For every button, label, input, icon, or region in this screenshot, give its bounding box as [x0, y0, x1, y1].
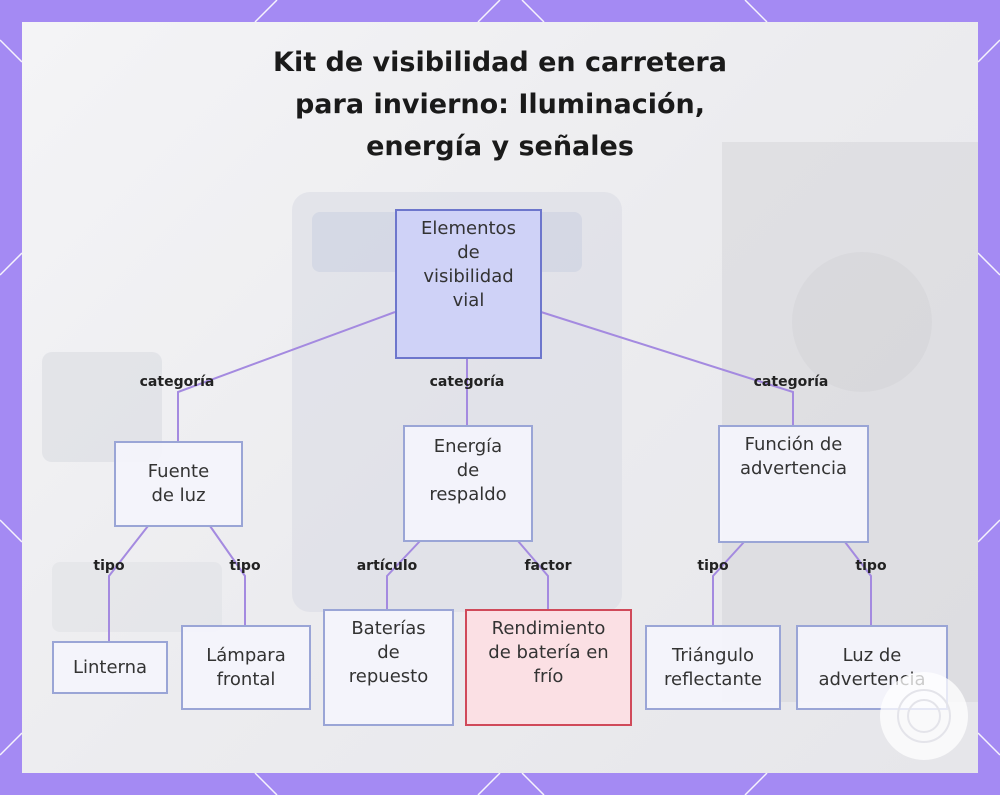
watermark-badge [880, 672, 968, 760]
node-energia-de-respaldo[interactable]: Energía de respaldo [403, 425, 533, 542]
edge-label: categoría [429, 374, 505, 390]
edge-label: tipo [229, 558, 261, 574]
diagram-title: Kit de visibilidad en carretera para inv… [273, 47, 727, 162]
node-lampara-frontal[interactable]: Lámpara frontal [181, 625, 311, 710]
edge-label: categoría [753, 374, 829, 390]
node-rendimiento-de-bateria-en-frio[interactable]: Rendimiento de batería en frío [465, 609, 632, 726]
edge-label: categoría [139, 374, 215, 390]
edge-label: tipo [697, 558, 729, 574]
node-root[interactable]: Elementos de visibilidad vial [395, 209, 542, 359]
node-baterias-de-repuesto[interactable]: Baterías de repuesto [323, 609, 454, 726]
edge-label: tipo [855, 558, 887, 574]
edge-label: tipo [93, 558, 125, 574]
node-funcion-de-advertencia[interactable]: Función de advertencia [718, 425, 869, 543]
watermark-icon [897, 689, 951, 743]
edge-label: factor [524, 558, 572, 574]
edge-label: artículo [356, 558, 418, 574]
node-fuente-de-luz[interactable]: Fuente de luz [114, 441, 243, 527]
node-triangulo-reflectante[interactable]: Triángulo reflectante [645, 625, 781, 710]
node-linterna[interactable]: Linterna [52, 641, 168, 694]
